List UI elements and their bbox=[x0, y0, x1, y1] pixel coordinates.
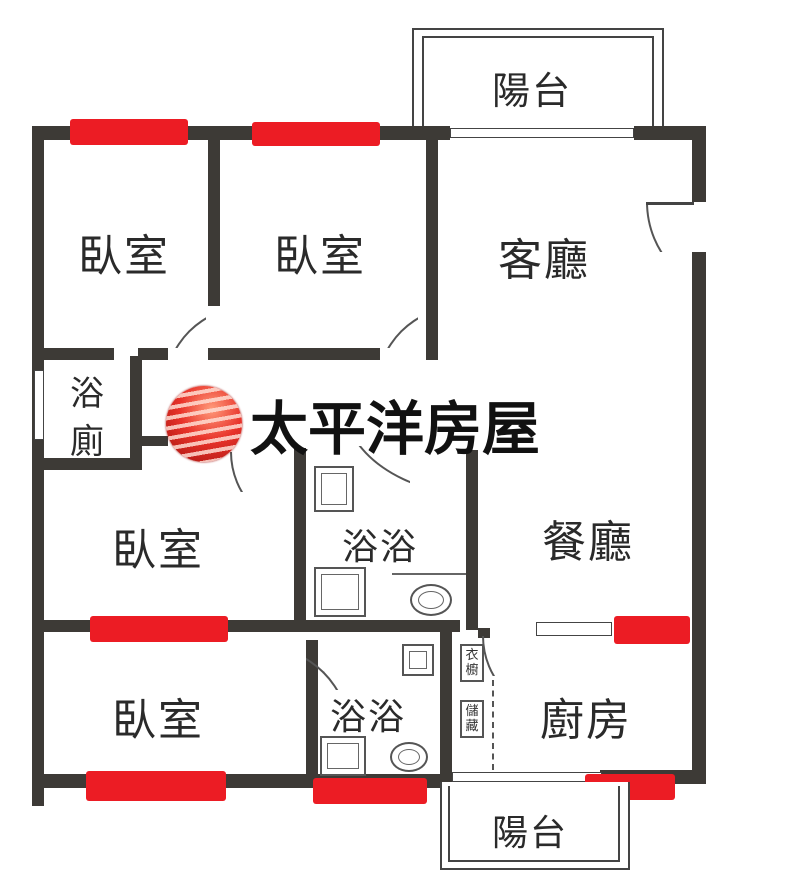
cabinet-lower: 儲藏 bbox=[460, 700, 484, 738]
room-label-balcony-top: 陽台 bbox=[492, 69, 573, 113]
wall-bath-right bbox=[130, 356, 142, 466]
room-label-living-room: 客廳 bbox=[498, 235, 590, 286]
room-label-bathroom-middle: 浴浴 bbox=[342, 527, 419, 568]
window-bedroom1-top bbox=[70, 119, 188, 145]
wall-bedroom2-right bbox=[426, 126, 438, 360]
door-bedroom2 bbox=[376, 306, 418, 348]
sliding-door-bottom bbox=[452, 772, 602, 782]
wall-bedroom-divider bbox=[208, 126, 220, 306]
wall-top-right bbox=[634, 126, 706, 140]
room-label-bedroom-middle-left: 臥室 bbox=[112, 525, 204, 576]
room-label-balcony-bottom: 陽台 bbox=[492, 813, 569, 854]
bathtub-bottom bbox=[320, 736, 366, 776]
sliding-door-top bbox=[450, 128, 634, 138]
toilet-bottom bbox=[390, 742, 428, 772]
wall-bath-middle-right bbox=[466, 450, 478, 630]
brand-logo: 太平洋房屋 bbox=[166, 382, 540, 466]
wall-bath-bottom bbox=[32, 458, 142, 470]
window-bedroom3 bbox=[90, 616, 228, 642]
wall-bedroom2-bottom bbox=[208, 348, 380, 360]
window-bath-bottom bbox=[313, 778, 427, 804]
wall-bedroom1-bottom bbox=[32, 348, 114, 360]
window-bedroom4-bottom bbox=[86, 771, 226, 801]
cabinet-upper: 衣櫥 bbox=[460, 644, 484, 682]
wall-bath-middle-left bbox=[294, 448, 306, 628]
wall-bath-bottom-right bbox=[440, 630, 452, 780]
wall-cabinet-right bbox=[478, 628, 490, 638]
room-label-bath-toilet-2: 廁 bbox=[70, 422, 106, 462]
cabinet-dashed-line bbox=[492, 680, 494, 770]
room-label-bath-toilet-1: 浴 bbox=[70, 374, 106, 414]
shower-middle bbox=[314, 466, 354, 512]
sink-bottom bbox=[402, 644, 434, 676]
entry-door-leaf bbox=[646, 202, 694, 205]
window-bedroom2-top bbox=[252, 122, 380, 146]
counter-line bbox=[392, 573, 466, 575]
room-label-kitchen: 廚房 bbox=[540, 695, 632, 746]
kitchen-window-frame bbox=[536, 622, 612, 636]
wall-hall-bottom bbox=[138, 348, 168, 360]
room-label-bedroom-top-middle: 臥室 bbox=[274, 231, 366, 282]
room-label-bathroom-bottom: 浴浴 bbox=[330, 697, 407, 738]
balcony-top-inner bbox=[422, 36, 654, 132]
window-kitchen bbox=[614, 616, 690, 644]
brand-name: 太平洋房屋 bbox=[250, 395, 541, 463]
window-bath-side bbox=[34, 370, 44, 440]
wall-bath-stub bbox=[138, 436, 168, 446]
toilet-middle bbox=[410, 584, 452, 616]
room-label-dining-room: 餐廳 bbox=[542, 517, 634, 568]
wall-right-upper bbox=[692, 126, 706, 202]
bathtub-middle bbox=[314, 567, 366, 617]
room-label-bedroom-top-left: 臥室 bbox=[78, 231, 170, 282]
room-label-bedroom-bottom-left: 臥室 bbox=[112, 695, 204, 746]
wall-right-lower bbox=[692, 252, 706, 784]
balcony-bottom-inner bbox=[448, 786, 620, 862]
red-globe-logo-icon bbox=[166, 386, 242, 462]
